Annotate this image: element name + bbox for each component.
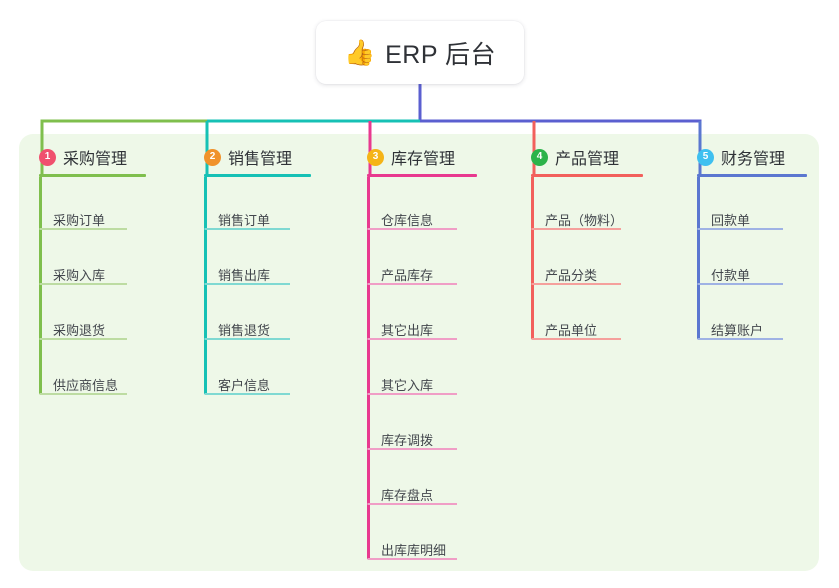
column-header-label: 销售管理 [228, 151, 293, 168]
column-5: 5 财务管理 [697, 145, 807, 177]
column-header-5[interactable]: 5 财务管理 [697, 145, 807, 169]
column-4: 4 产品管理 [531, 145, 643, 177]
leaf-node[interactable]: 付款单 [711, 268, 751, 283]
leaf-node[interactable]: 采购退货 [53, 323, 106, 338]
number-badge-icon: 5 [697, 148, 714, 166]
column-header-label: 财务管理 [721, 151, 786, 168]
leaf-node[interactable]: 采购入库 [53, 268, 106, 283]
column-header-label: 采购管理 [63, 151, 128, 168]
leaf-node[interactable]: 出库库明细 [381, 543, 447, 558]
number-badge-icon: 3 [367, 148, 384, 166]
number-badge-icon: 2 [204, 148, 221, 166]
leaf-node[interactable]: 销售出库 [218, 268, 271, 283]
column-header-rule [697, 174, 807, 177]
leaf-node[interactable]: 库存盘点 [381, 488, 434, 503]
leaf-node[interactable]: 产品库存 [381, 268, 434, 283]
leaf-node[interactable]: 采购订单 [53, 213, 106, 228]
column-header-label: 产品管理 [555, 151, 620, 168]
leaf-node[interactable]: 结算账户 [711, 323, 764, 338]
root-node[interactable]: 👍 ERP 后台 [316, 21, 524, 84]
column-2: 2 销售管理 [204, 145, 311, 177]
leaf-node[interactable]: 其它入库 [381, 378, 434, 393]
leaf-node[interactable]: 库存调拨 [381, 433, 434, 448]
leaf-node[interactable]: 其它出库 [381, 323, 434, 338]
leaf-node[interactable]: 供应商信息 [53, 378, 119, 393]
column-header-4[interactable]: 4 产品管理 [531, 145, 643, 169]
column-1: 1 采购管理 [39, 145, 146, 177]
column-header-rule [367, 174, 477, 177]
number-badge-icon: 1 [39, 148, 56, 166]
thumbs-up-icon: 👍 [343, 38, 376, 67]
number-badge-icon: 4 [531, 148, 548, 166]
leaf-node[interactable]: 客户信息 [218, 378, 271, 393]
column-header-rule [204, 174, 311, 177]
column-header-1[interactable]: 1 采购管理 [39, 145, 146, 169]
leaf-node[interactable]: 回款单 [711, 213, 751, 228]
leaf-node[interactable]: 产品单位 [545, 323, 598, 338]
diagram-panel [19, 134, 819, 571]
column-3: 3 库存管理 [367, 145, 477, 177]
column-header-rule [39, 174, 146, 177]
column-header-rule [531, 174, 643, 177]
column-header-label: 库存管理 [391, 151, 456, 168]
leaf-node[interactable]: 仓库信息 [381, 213, 434, 228]
leaf-node[interactable]: 产品（物料） [545, 213, 624, 228]
column-header-3[interactable]: 3 库存管理 [367, 145, 477, 169]
leaf-node[interactable]: 销售退货 [218, 323, 271, 338]
leaf-node[interactable]: 产品分类 [545, 268, 598, 283]
column-header-2[interactable]: 2 销售管理 [204, 145, 311, 169]
leaf-node[interactable]: 销售订单 [218, 213, 271, 228]
root-node-title: ERP 后台 [385, 40, 497, 69]
